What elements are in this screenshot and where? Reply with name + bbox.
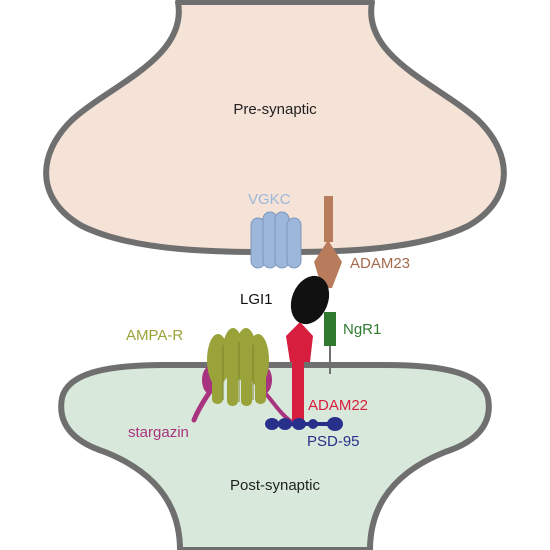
ampa-r-label: AMPA-R [126,327,183,344]
adam23-label: ADAM23 [350,255,410,272]
adam23-protein [314,196,342,288]
vgkc-channel [250,211,302,269]
ampa-receptor [207,328,269,406]
pre-synaptic-label: Pre-synaptic [233,101,317,118]
ngr1-label: NgR1 [343,321,381,338]
post-synaptic-spine [58,362,492,550]
post-synaptic-label: Post-synaptic [230,477,321,494]
vgkc-label: VGKC [248,191,291,208]
adam22-label: ADAM22 [308,397,368,414]
adam22-protein [286,322,313,422]
stargazin-label: stargazin [128,424,189,441]
psd95-label: PSD-95 [307,433,360,450]
psd95-scaffold [265,417,343,431]
lgi1-label: LGI1 [240,291,273,308]
ngr1-protein [324,312,336,374]
lgi1-protein [290,275,330,325]
